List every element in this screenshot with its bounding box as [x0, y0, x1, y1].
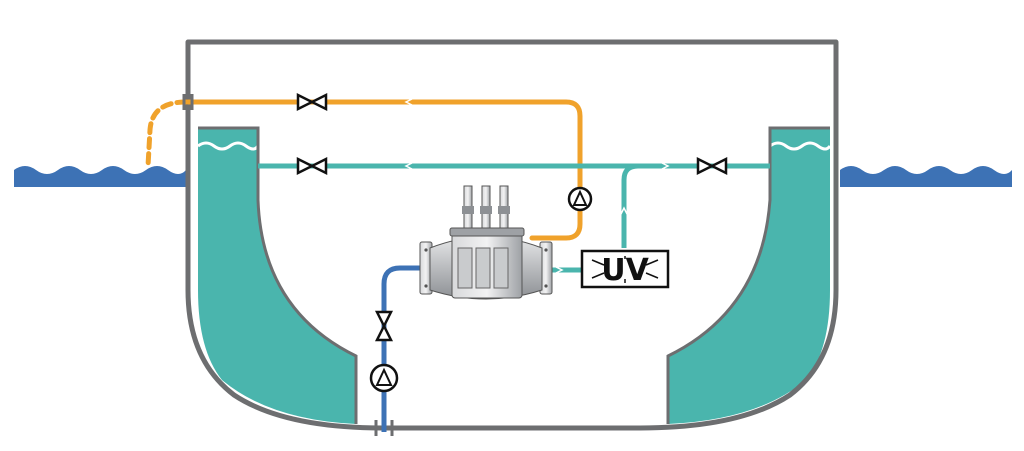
hull-penetration-top [182, 94, 194, 110]
uv-lamp-icon [591, 256, 659, 283]
discharge-pipe [145, 99, 583, 241]
valve-icon[interactable] [696, 156, 728, 176]
ship-hull [185, 39, 839, 431]
filter-icon[interactable] [419, 185, 553, 300]
sea-supply-pipe [381, 265, 424, 432]
tank-walls [198, 126, 830, 424]
ballast-tank-left [197, 128, 356, 424]
valve-icon[interactable] [374, 310, 394, 342]
hull-penetration-bottom [374, 420, 394, 436]
uv-reactor[interactable]: UV [580, 249, 670, 289]
valve-icon[interactable] [296, 156, 328, 176]
pump-icon[interactable] [567, 186, 593, 212]
uv-unit-label: UV [601, 253, 649, 288]
sea-water-left [14, 166, 186, 187]
ballast-tank-right [668, 128, 832, 424]
flow-arrows [404, 98, 670, 274]
pump-icon[interactable] [369, 363, 399, 393]
valve-icon[interactable] [296, 92, 328, 112]
sea-water-right [840, 166, 1012, 187]
